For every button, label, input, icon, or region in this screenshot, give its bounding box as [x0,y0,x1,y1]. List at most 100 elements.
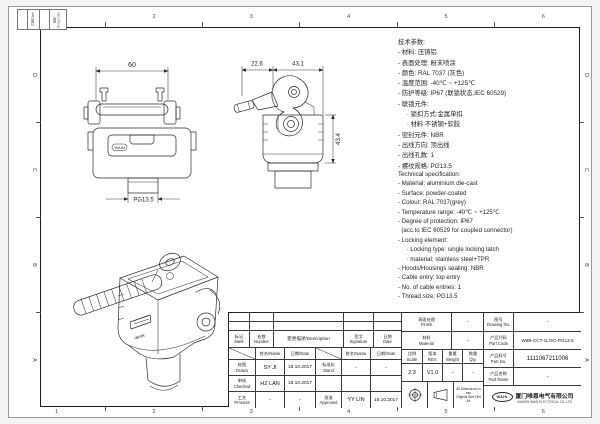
spec-line: - Hoods/Housings sealing: NBR [398,265,484,273]
grid-col-label: 3 [203,7,301,27]
dimensions-note: All Dimensions in mm Original Size DIN A… [453,381,483,408]
scale-value: 2:3 [401,363,422,381]
qty-value: - [462,363,483,381]
grid-row-label: A [582,357,589,362]
empty-cell [341,375,370,391]
rev-cell [373,321,401,330]
rev-cell [249,321,273,330]
spec-line: · material: stainless steel+TPR [398,255,490,263]
spec-line: - Temperature range: -40℃ ~ +125℃ [398,208,500,216]
grid-col-label: 6 [541,13,545,20]
grid-row-label: B [30,262,37,267]
grid-row-label: C [582,167,589,172]
part-name-label: 产品名称 Part Name [483,367,513,385]
rev-cell [273,321,343,330]
isometric-view-drawing: WAIN [73,252,221,391]
grid-row-label: A [30,357,37,362]
spec-line: - 出线孔数: 1 [398,152,435,160]
grid-col-label: 2 [105,7,204,27]
spec-line: - No. of cable entries: 1 [398,283,461,291]
corner-date-label: 日期/Date [30,12,35,27]
spec-line: - 密封元件: NBR [398,131,444,139]
spec-line: · 锁扣方式:金属单扣 [398,111,463,119]
spec-line: (acc.to IEC 60529 for coupled connector) [398,227,513,235]
grid-band-left: D C B A [27,27,41,407]
grid-row-label: D [30,72,37,77]
grid-row-label: C [30,167,37,172]
drawing-no-label: 图号 Drawing No. [483,313,513,331]
rev-cell [249,313,273,321]
iso-logo: WAIN [134,333,145,341]
spec-line: - 温度范围: -40℃ ~ +125℃ [398,80,476,88]
spec-block-cn: 技术参数: - 材料: 压铸铝 - 表面处理: 粉末喷涂 - 颜色: RAL 7… [398,38,506,172]
corner-code-label: 图号 Drwg.Code [53,11,61,28]
process-label: 工艺 Process [229,391,255,408]
part-no-value: 1111067211006 [513,349,581,367]
revision-value: V1.0 [422,363,442,381]
rev-cell [273,313,343,321]
front-thread-dim: PG13.5 [133,198,154,204]
grid-col-label: 2 [105,406,204,417]
company-name-en: XIAMEN WAIN ELECTRICAL CO.,LTD [517,399,572,404]
spec-line: - 表面处理: 粉末喷涂 [398,59,456,67]
side-dim-height: 43.4 [336,133,342,145]
projection-symbol-circles [401,381,427,408]
spec-line: - Locking element: [398,236,448,244]
side-dim-left: 22.6 [251,62,263,68]
projection-symbol-cone [427,381,453,408]
stand-date: - [370,359,401,375]
revision-label: 版本 REV. [422,349,442,363]
subheader-date: 日期/Date [284,347,315,359]
subheader-date: 日期/Date [370,347,401,359]
side-view-drawing: 22.6 43.1 43.4 [233,62,342,189]
rev-cell [229,321,249,330]
checked-label: 审核 Checked [229,375,255,391]
spec-line: - 螺纹规格: PG13.5 [398,162,452,170]
approved-label: 批准 Approved [315,391,341,408]
empty-cell [315,375,341,391]
spec-line: - 出线方向: 顶出线 [398,141,450,149]
approved-name: YY LIN [341,391,370,408]
spec-line: · Locking type: single locking latch [398,246,499,254]
corner-title-repeat: 日期/Date 图号 Drwg.Code [17,9,67,30]
subheader-name: 姓名/Name [341,347,370,359]
weight-label: 重量 Weight [442,349,462,363]
spec-line: - 防护等级: IP67 (联锁状态,IEC 60529) [398,90,507,98]
checked-date: 18.10.2017 [284,375,315,391]
material-label: 材料 Material [401,331,451,349]
scale-label: 比例 Scale [401,349,422,363]
rev-cell [343,313,373,321]
rev-header-description: 变更描述/Description [273,330,343,347]
grid-col-label: 4 [300,7,399,27]
spec-line: - Cable entry: top entry [398,274,460,282]
spec-line: - 颜色: RAL 7037 (灰色) [398,69,465,77]
grid-row-label: D [582,72,589,77]
stand-label: 标准化 Stand [315,359,341,375]
title-block: 标记 Mark 处数 Number 变更描述/Description 签字 Si… [228,312,581,408]
qty-label: 数量 Qty. [462,349,483,363]
grid-col-label: 5 [397,7,496,27]
approved-date: 18.10.2017 [370,391,401,408]
part-no-label: 产品料号 Part No. [483,349,513,367]
grid-col-label: 4 [300,406,399,417]
stand-name: - [341,359,370,375]
spec-line: - Colour: RAL 7037(grey) [398,199,466,207]
rev-header-mark: 标记 Mark [229,330,249,347]
part-code-label: 产品代码 Part Code [483,331,513,349]
weight-value: - [442,363,462,381]
rev-header-number: 处数 Number [249,330,273,347]
grid-col-label: 3 [203,406,301,417]
empty-cell [370,375,401,391]
side-dim-right: 43.1 [292,62,304,68]
front-view-drawing: 60 WAIN PG13.5 [83,62,197,204]
drawing-no-value: - [513,313,581,331]
drawn-label: 绘图 Drawn [229,359,255,375]
grid-band-top: 1 2 3 4 5 6 [8,7,592,27]
part-code-value: W6B-CCT-1L/SC-PG13.5 [513,331,581,349]
spec-line: - Degree of protection: IP67 [398,218,473,226]
part-name-value: - [513,367,581,385]
process-date: - [284,391,315,408]
checked-name: HZ LAN [255,375,284,391]
rev-cell [229,313,249,321]
spec-line: - Thread size: PG13.5 [398,293,458,301]
